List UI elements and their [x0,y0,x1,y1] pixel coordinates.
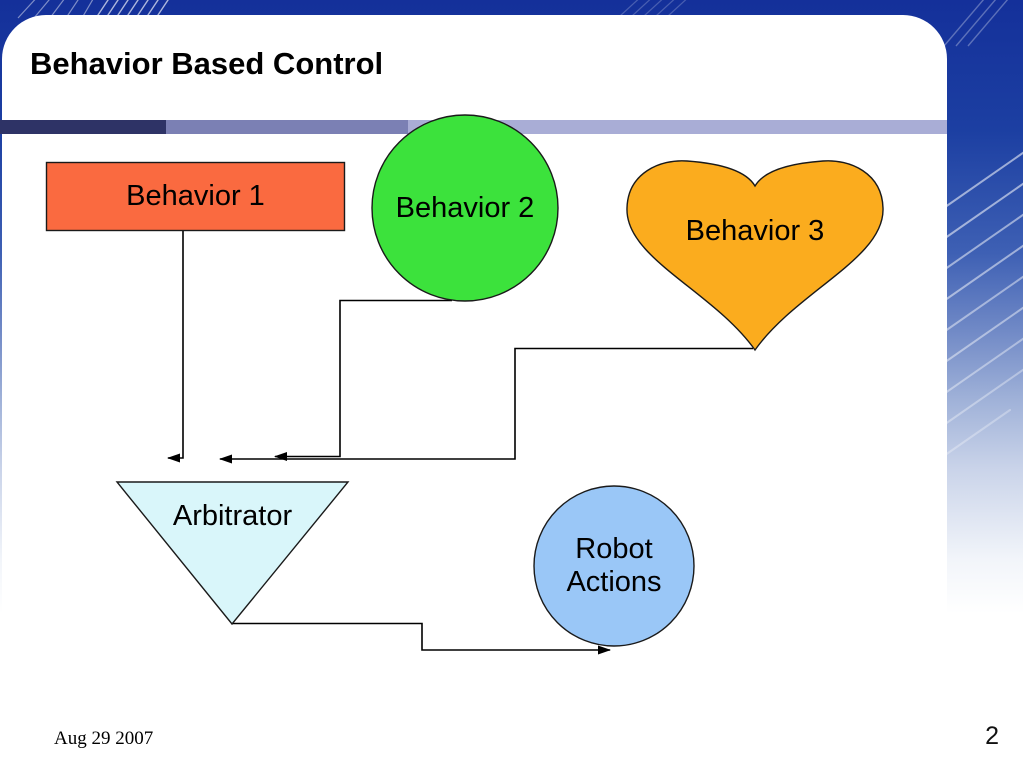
page-title: Behavior Based Control [30,46,384,81]
edge-behavior3-to-arbitrator [219,347,753,464]
edge-behavior1-to-arbitrator [167,231,184,463]
behavior3-heart [626,160,884,352]
robot-actions-label: Robot Actions [534,486,694,646]
behavior1-label: Behavior 1 [126,180,265,212]
divider-segment-medium [166,120,408,134]
behavior2-label: Behavior 2 [395,191,535,224]
behavior1-rectangle [45,161,346,232]
footer-date: Aug 29 2007 [54,728,154,749]
robot-actions-label-line1: Robot [575,533,653,565]
edge-behavior2-to-arbitrator [274,299,452,461]
robot-actions-circle [533,485,695,647]
robot-actions-label-line2: Actions [566,566,662,598]
arbitrator-triangle [115,481,350,626]
behavior3-label: Behavior 3 [685,214,825,247]
divider-segment-dark [0,120,166,134]
divider-segment-light [408,120,947,134]
page-number: 2 [985,722,999,750]
edge-arbitrator-to-robot-actions [232,622,611,655]
arbitrator-label: Arbitrator [172,499,293,532]
behavior2-circle [371,114,559,302]
